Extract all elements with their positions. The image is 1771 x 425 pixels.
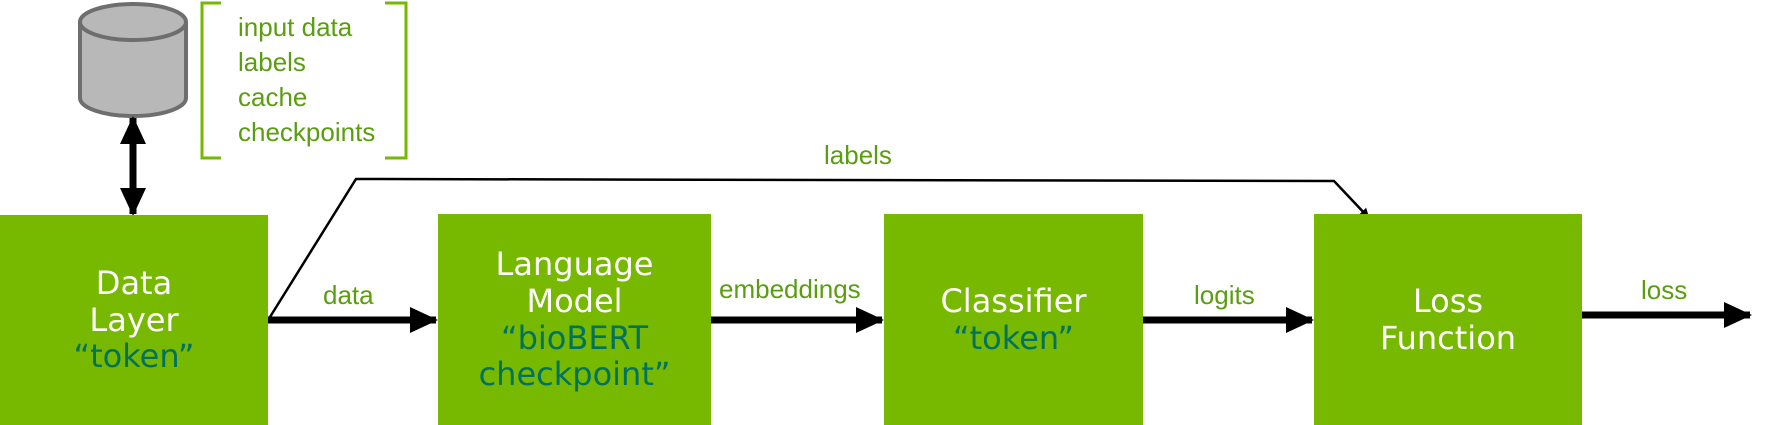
language-model-param-2: checkpoint” bbox=[478, 355, 671, 394]
edge-label-data: data bbox=[323, 280, 374, 310]
data-layer-title-2: Layer bbox=[89, 300, 179, 339]
loss-function-block[interactable]: Loss Function bbox=[1314, 214, 1582, 425]
data-layer-block[interactable]: Data Layer “token” bbox=[0, 215, 268, 425]
database-icon bbox=[78, 2, 188, 118]
storage-bracket-left bbox=[200, 1, 221, 160]
classifier-param: “token” bbox=[953, 318, 1074, 357]
edge-label-logits: logits bbox=[1194, 280, 1255, 310]
storage-item-checkpoints: checkpoints bbox=[238, 117, 376, 147]
data-layer-param: “token” bbox=[73, 337, 195, 376]
storage-item-cache: cache bbox=[238, 82, 308, 112]
storage-list: input data labels cache checkpoints bbox=[238, 10, 375, 150]
storage-item-labels: labels bbox=[238, 47, 306, 77]
edge-label-embeddings: embeddings bbox=[719, 274, 861, 304]
classifier-block[interactable]: Classifier “token” bbox=[884, 214, 1143, 425]
language-model-param-1: “bioBERT bbox=[501, 318, 648, 357]
data-layer-title-1: Data bbox=[95, 263, 173, 302]
edge-label-labels: labels bbox=[824, 140, 892, 170]
storage-item-input-data: input data bbox=[238, 12, 353, 42]
language-model-title-2: Model bbox=[526, 281, 623, 320]
loss-function-title-2: Function bbox=[1379, 318, 1517, 357]
labels-arrow bbox=[268, 177, 1370, 318]
loss-function-title-1: Loss bbox=[1412, 281, 1484, 320]
classifier-title: Classifier bbox=[940, 281, 1087, 320]
language-model-block[interactable]: Language Model “bioBERT checkpoint” bbox=[438, 214, 711, 425]
edge-label-loss: loss bbox=[1641, 275, 1688, 305]
language-model-title-1: Language bbox=[495, 244, 654, 283]
storage-bracket-right bbox=[385, 1, 408, 160]
